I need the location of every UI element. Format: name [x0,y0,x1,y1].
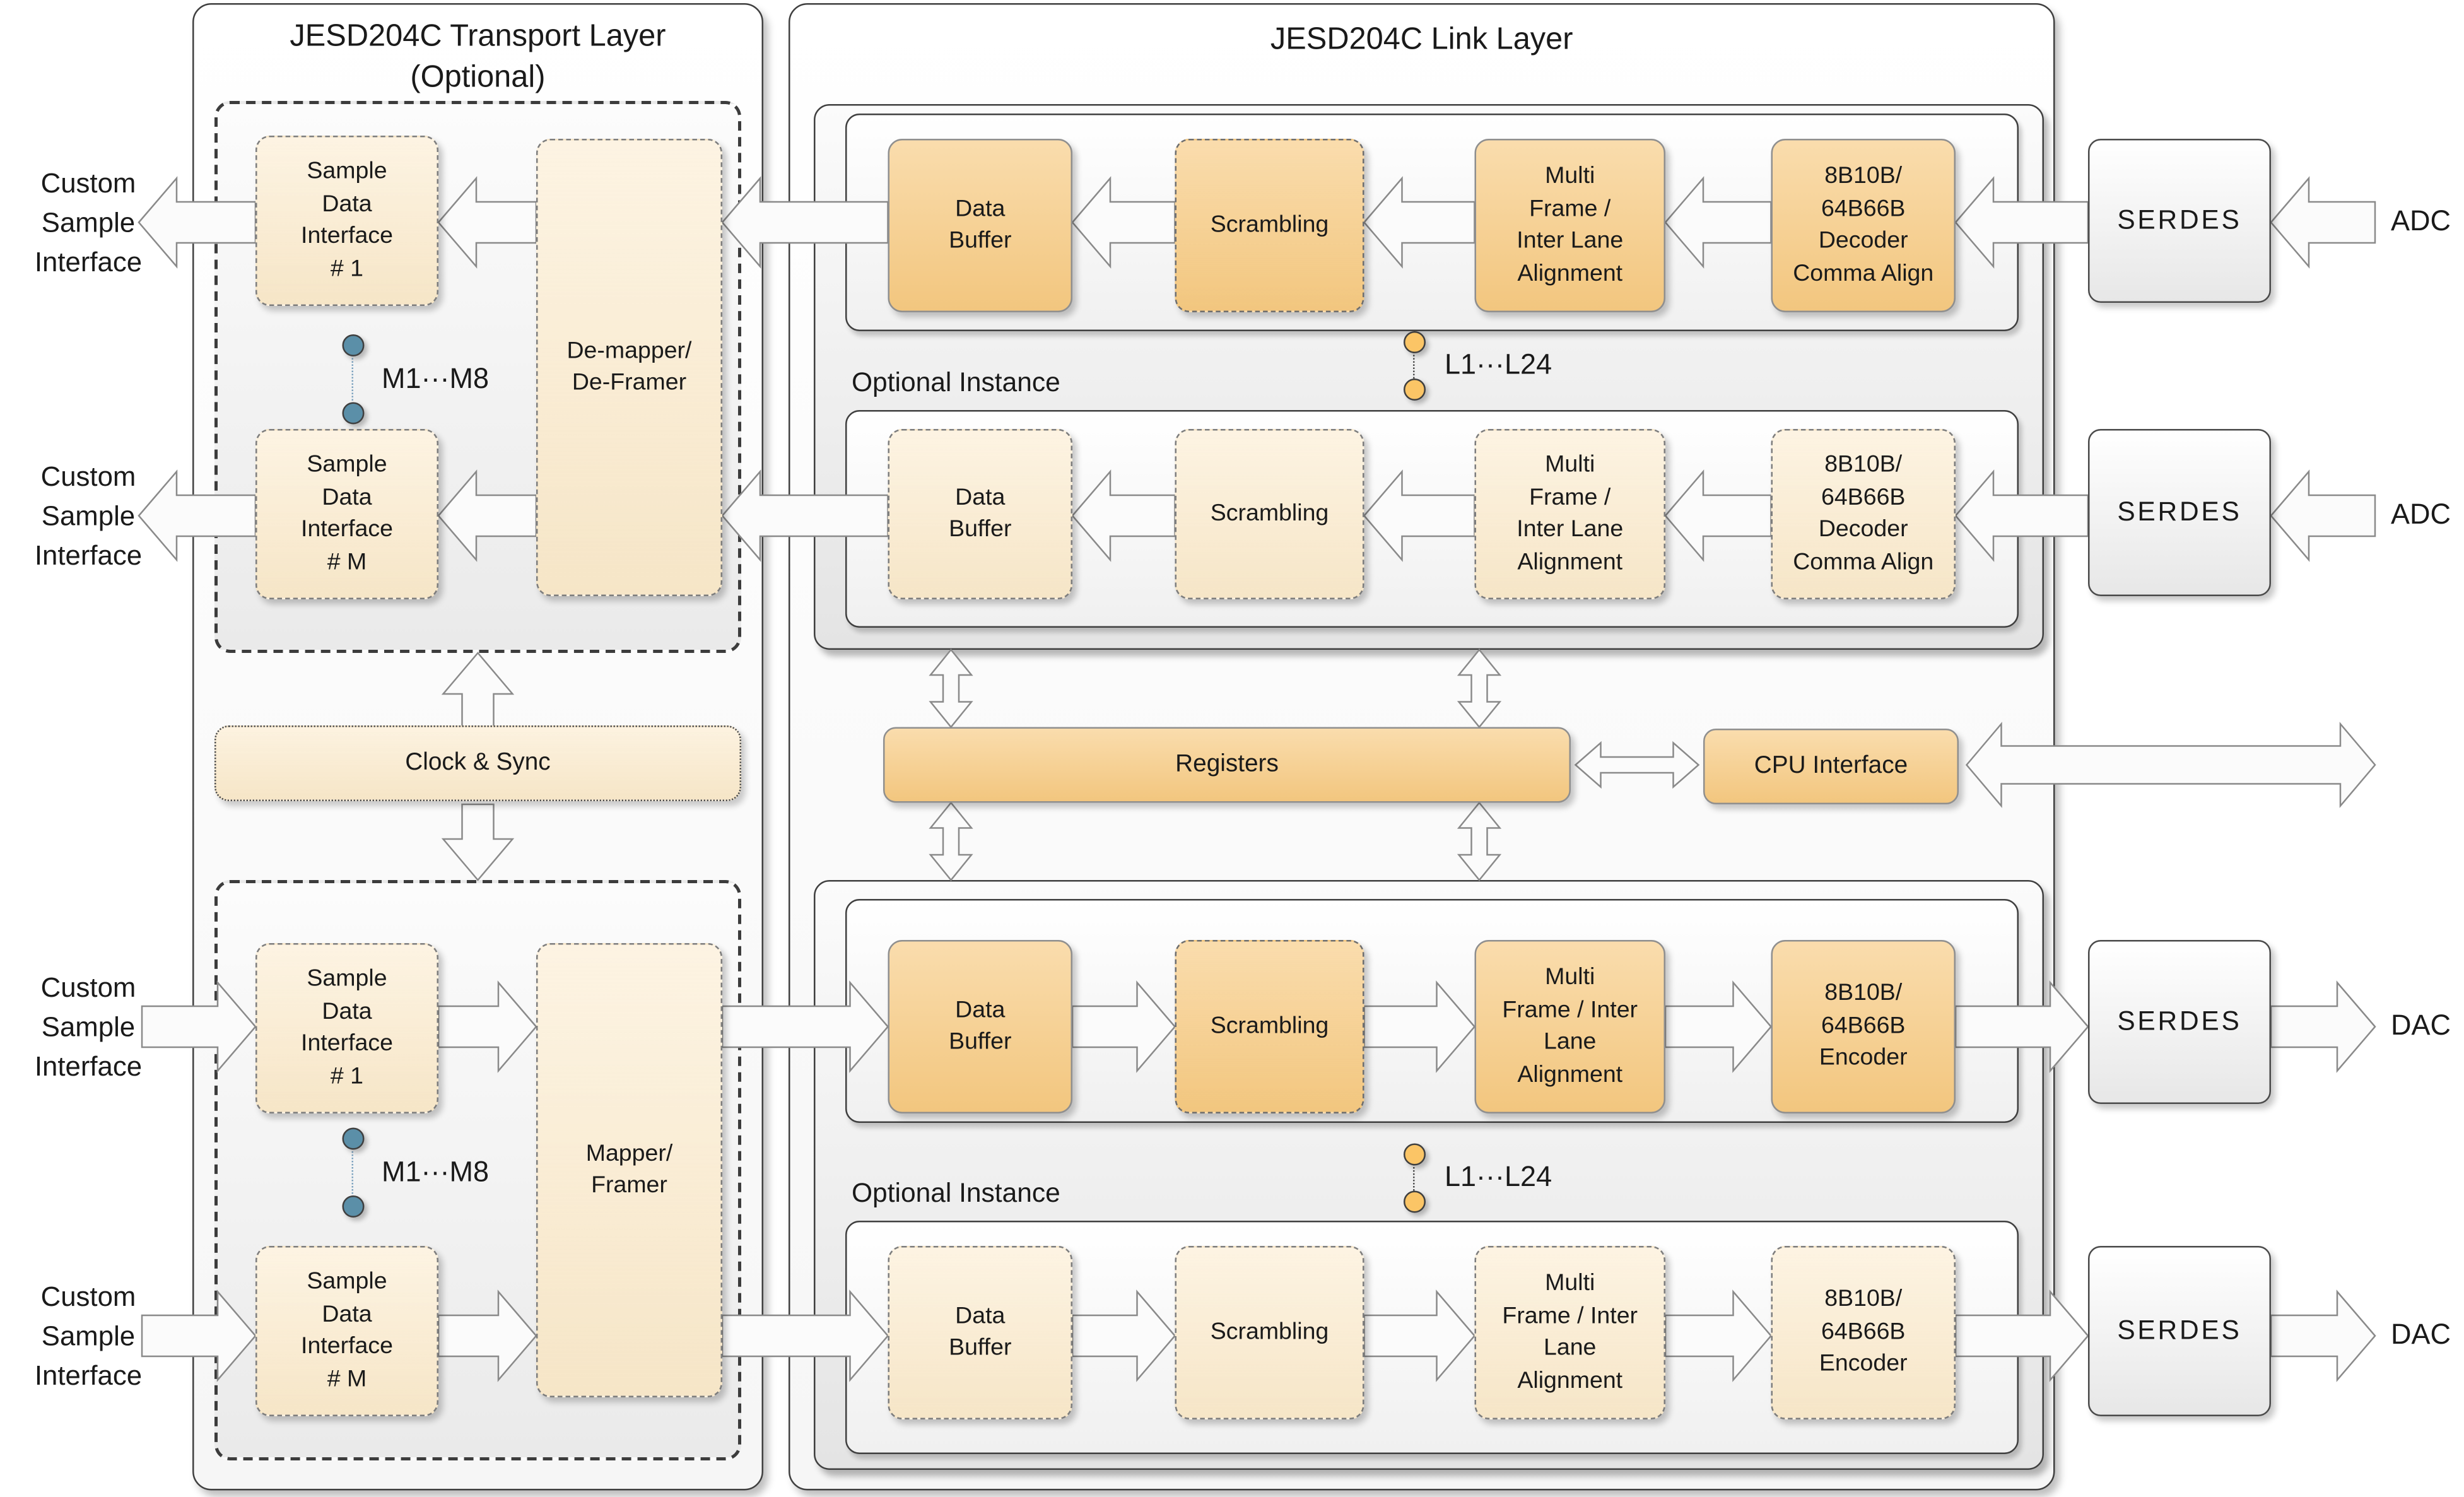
arrow-rx2-serdes-to-decoder-icon [1954,469,2089,562]
custom-sample-interface-label-tx2: Custom Sample Interface [34,1281,143,1391]
optional-instance-label-rx: Optional Instance [852,367,1060,398]
arrow-rx1-serdes-to-decoder-icon [1954,176,2089,269]
optional-instance-label-tx: Optional Instance [852,1178,1060,1209]
arrow-rx1-adc-to-serdes-icon [2270,176,2376,269]
sample-data-interface-rx-1: Sample Data Interface # 1 [255,136,438,306]
arrow-tx2-buffer-to-scramble-icon [1071,1289,1176,1382]
tx-data-buffer-block: Data Buffer [888,940,1072,1113]
custom-sample-interface-label-tx1: Custom Sample Interface [34,972,143,1082]
m-range-dot-tx-top-icon [342,1127,365,1150]
arrow-rx1-align-to-scramble-icon [1363,176,1475,269]
arrow-rx2-decoder-to-align-icon [1664,469,1772,562]
arrow-tx1-sdi-to-mapper-icon [437,980,537,1073]
cpu-interface-block: CPU Interface [1703,729,1959,804]
rx-data-buffer-block: Data Buffer [888,139,1072,312]
custom-sample-interface-label-rx1: Custom Sample Interface [34,167,143,278]
arrow-tx1-mapper-to-link-icon [721,980,889,1073]
arrow-tx1-scramble-to-align-icon [1363,980,1476,1073]
rx-opt-data-buffer-block: Data Buffer [888,429,1072,599]
arrow-rx2-align-to-scramble-icon [1363,469,1475,562]
arrow-registers-cpu-icon [1574,741,1700,789]
lane-dot-rx-bottom-icon [1404,379,1426,401]
arrow-registers-up-right-icon [1457,649,1502,729]
sample-data-interface-tx-m: Sample Data Interface # M [255,1246,438,1416]
lane-range-label-rx: L1···L24 [1445,348,1552,380]
tx-scrambling-block: Scrambling [1175,940,1364,1113]
dac-label-2: DAC [2390,1318,2451,1350]
serdes-block-rx1: SERDES [2088,139,2271,303]
arrow-clocksync-down-icon [441,803,515,881]
registers-block: Registers [883,727,1571,803]
rx-decoder-block: 8B10B/ 64B66B Decoder Comma Align [1771,139,1956,312]
custom-sample-interface-label-rx2: Custom Sample Interface [34,461,143,571]
rx-lane-alignment-block: Multi Frame / Inter Lane Alignment [1474,139,1665,312]
tx-opt-data-buffer-block: Data Buffer [888,1246,1072,1419]
lane-range-connector-rx [1413,350,1415,388]
arrow-tx1-in-icon [141,980,257,1073]
m-range-dot-tx-bottom-icon [342,1195,365,1218]
arrow-rx2-adc-to-serdes-icon [2270,469,2376,562]
m-range-dot-rx-top-icon [342,334,365,356]
arrow-cpu-external-icon [1965,722,2376,808]
lane-dot-tx-top-icon [1404,1143,1426,1166]
lane-range-label-tx: L1···L24 [1445,1161,1552,1192]
arrow-rx1-link-to-demapper-icon [721,176,889,269]
sample-data-interface-tx-1: Sample Data Interface # 1 [255,943,438,1113]
arrow-tx2-serdes-to-dac-icon [2270,1289,2376,1382]
lane-range-connector-tx [1413,1162,1415,1201]
arrow-tx1-align-to-encoder-icon [1664,980,1773,1073]
lane-dot-tx-bottom-icon [1404,1190,1426,1213]
mapper-framer-block: Mapper/ Framer [536,943,722,1397]
serdes-block-rx2: SERDES [2088,429,2271,596]
m-range-connector-tx [351,1143,353,1204]
m-range-connector-rx [351,350,353,410]
arrow-registers-down-left-icon [929,801,973,881]
rx-opt-lane-alignment-block: Multi Frame / Inter Lane Alignment [1474,429,1665,599]
adc-label-1: ADC [2390,205,2451,237]
m-range-dot-rx-bottom-icon [342,402,365,425]
arrow-tx1-encoder-to-serdes-icon [1954,980,2089,1073]
serdes-block-tx1: SERDES [2088,940,2271,1104]
demapper-deframer-block: De-mapper/ De-Framer [536,139,722,596]
rx-opt-decoder-block: 8B10B/ 64B66B Decoder Comma Align [1771,429,1956,599]
serdes-block-tx2: SERDES [2088,1246,2271,1416]
rx-opt-scrambling-block: Scrambling [1175,429,1364,599]
arrow-registers-up-left-icon [929,649,973,729]
adc-label-2: ADC [2390,498,2451,530]
dac-label-1: DAC [2390,1009,2451,1041]
rx-scrambling-block: Scrambling [1175,139,1364,312]
arrow-tx2-in-icon [141,1289,257,1382]
tx-opt-lane-alignment-block: Multi Frame / Inter Lane Alignment [1474,1246,1665,1419]
arrow-rx1-demapper-to-sdi-icon [437,176,537,269]
transport-layer-title: JESD204C Transport Layer (Optional) [290,19,666,95]
arrow-tx2-mapper-to-link-icon [721,1289,889,1382]
arrow-tx2-align-to-encoder-icon [1664,1289,1773,1382]
arrow-tx2-scramble-to-align-icon [1363,1289,1476,1382]
clock-sync-block: Clock & Sync [214,725,741,801]
arrow-registers-down-right-icon [1457,801,1502,881]
tx-opt-encoder-block: 8B10B/ 64B66B Encoder [1771,1246,1956,1419]
arrow-clocksync-up-icon [441,652,515,730]
arrow-rx1-scramble-to-buffer-icon [1071,176,1176,269]
arrow-rx1-decoder-to-align-icon [1664,176,1772,269]
tx-lane-alignment-block: Multi Frame / Inter Lane Alignment [1474,940,1665,1113]
sample-data-interface-rx-m: Sample Data Interface # M [255,429,438,599]
arrow-rx2-scramble-to-buffer-icon [1071,469,1176,562]
m-range-label-tx: M1···M8 [382,1156,489,1188]
arrow-tx2-sdi-to-mapper-icon [437,1289,537,1382]
link-layer-title: JESD204C Link Layer [1270,22,1573,57]
arrow-tx1-buffer-to-scramble-icon [1071,980,1176,1073]
arrow-rx2-link-to-demapper-icon [721,469,889,562]
lane-dot-rx-top-icon [1404,331,1426,353]
arrow-tx1-serdes-to-dac-icon [2270,980,2376,1073]
arrow-rx2-demapper-to-sdi-icon [437,469,537,562]
tx-encoder-block: 8B10B/ 64B66B Encoder [1771,940,1956,1113]
arrow-tx2-encoder-to-serdes-icon [1954,1289,2089,1382]
m-range-label-rx: M1···M8 [382,363,489,394]
tx-opt-scrambling-block: Scrambling [1175,1246,1364,1419]
